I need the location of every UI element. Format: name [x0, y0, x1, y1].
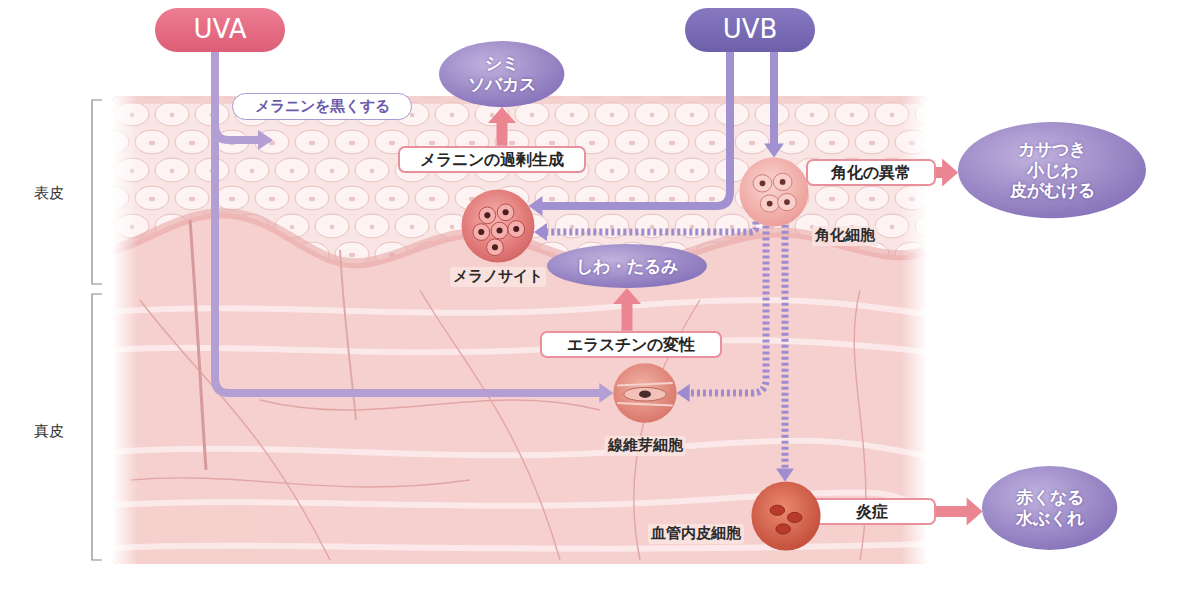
arrowhead	[488, 107, 516, 123]
connector-line	[936, 506, 971, 517]
connector-line	[538, 52, 730, 206]
cell-illustration	[612, 362, 678, 424]
connector	[677, 226, 766, 402]
node-label: 赤くなる 水ぶくれ	[1008, 487, 1093, 528]
connector	[936, 497, 983, 525]
effect-ellipse: シミ ソバカス	[439, 41, 564, 107]
layer-bracket	[92, 100, 102, 284]
elastic-fibers	[130, 290, 866, 560]
cell-name: 線維芽細胞	[605, 436, 686, 456]
node-label: 炎症	[856, 502, 888, 522]
arrowhead	[677, 384, 690, 402]
connector-line	[782, 225, 789, 473]
collagen-band	[112, 300, 927, 314]
effect-ellipse: しわ・たるみ	[547, 244, 707, 288]
connector	[534, 222, 756, 241]
cell-name: 血管内皮細胞	[648, 524, 744, 544]
cell-circle: 血管内皮細胞	[750, 480, 822, 552]
uv-pill: UVB	[685, 8, 815, 52]
fiber	[140, 300, 330, 560]
cell-illustration	[750, 480, 822, 552]
effect-ellipse: カサつき 小じわ 皮がむける	[958, 122, 1146, 218]
cell-illustration	[460, 188, 536, 264]
connector-line	[686, 226, 766, 393]
layer-bracket	[92, 294, 102, 560]
connector-line	[770, 52, 778, 148]
node-label: UVB	[723, 14, 778, 46]
node-label: エラスチンの変性	[567, 335, 695, 355]
arrowhead	[599, 383, 613, 403]
arrowhead	[613, 288, 641, 304]
cell-name: メラノサイト	[450, 267, 546, 287]
node-label: メラニンの過剰生成	[420, 150, 564, 170]
connector	[936, 158, 958, 186]
callout-pill: メラニンを黒くする	[232, 93, 412, 119]
process-box: 角化の異常	[806, 159, 936, 187]
connector	[613, 288, 641, 331]
cell-illustration	[738, 156, 810, 228]
uv-pill: UVA	[155, 8, 285, 52]
hair-shaft	[190, 220, 206, 470]
dermis	[112, 213, 927, 564]
effect-ellipse: 赤くなる 水ぶくれ	[982, 466, 1117, 550]
skin-layers	[112, 96, 927, 564]
connector-line	[543, 222, 756, 232]
cell-circle: 線維芽細胞	[612, 362, 678, 424]
connector	[488, 107, 516, 146]
cell-circle: 角化細胞	[738, 156, 810, 228]
arrowhead	[764, 143, 784, 157]
arrowhead	[776, 468, 794, 481]
fiber	[420, 290, 560, 560]
process-box: 炎症	[808, 498, 936, 526]
layer-label: 表皮	[34, 184, 64, 203]
arrowhead	[967, 497, 983, 525]
node-label: しわ・たるみ	[576, 256, 678, 277]
fiber	[130, 478, 470, 487]
dermis-ground	[112, 96, 927, 564]
cell-name: 角化細胞	[812, 226, 878, 246]
connector	[764, 52, 784, 157]
process-box: エラスチンの変性	[540, 331, 722, 359]
arrowhead	[942, 158, 958, 186]
process-box: メラニンの過剰生成	[398, 146, 586, 174]
node-label: UVA	[194, 14, 247, 46]
node-label: シミ ソバカス	[463, 53, 541, 94]
node-label: メラニンを黒くする	[255, 97, 390, 115]
arrowhead	[258, 130, 273, 150]
connector	[776, 225, 794, 482]
arrowhead	[534, 223, 547, 241]
edge-fade	[112, 96, 138, 564]
node-label: カサつき 小じわ 皮がむける	[1004, 139, 1099, 201]
fiber	[260, 400, 600, 410]
collagen-band	[112, 340, 927, 352]
layer-label: 真皮	[34, 422, 64, 441]
node-label: 角化の異常	[831, 163, 911, 183]
cell-circle: メラノサイト	[460, 188, 536, 264]
